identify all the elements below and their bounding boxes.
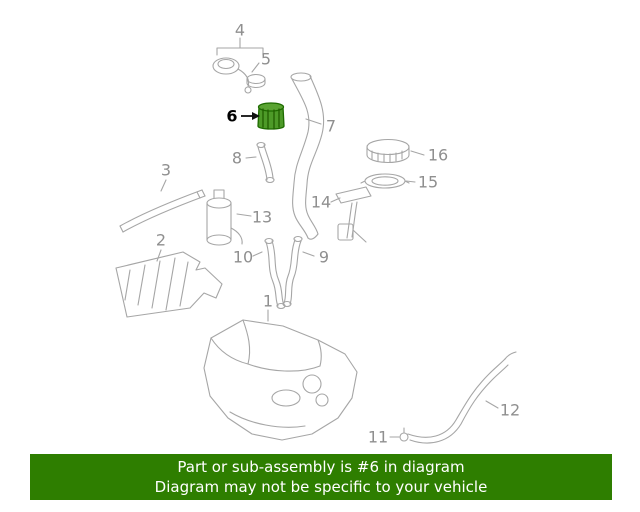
tank-strap [119, 189, 203, 227]
part-label-8: 8 [231, 148, 243, 168]
part-label-10: 10 [232, 247, 254, 267]
banner-line1: Part or sub-assembly is #6 in diagram [177, 458, 465, 476]
filler-neck [291, 78, 310, 239]
seal-ring [366, 138, 410, 156]
part-label-9: 9 [318, 247, 330, 267]
part-label-15: 15 [417, 172, 439, 192]
fuel-tank [203, 319, 358, 441]
hose-10 [265, 241, 279, 307]
part-label-12: 12 [499, 400, 521, 420]
part-label-7: 7 [325, 116, 337, 136]
part-label-16: 16 [427, 145, 449, 165]
filler-neck-flange [290, 72, 312, 82]
part-label-11: 11 [367, 427, 389, 447]
arrow-6 [241, 112, 260, 120]
heat-shield [115, 251, 223, 318]
highlighted-part-6 [257, 102, 285, 130]
hose-9 [283, 239, 296, 304]
notice-banner: Part or sub-assembly is #6 in diagram Di… [30, 454, 612, 500]
hose-12 [407, 358, 506, 438]
part-label-3: 3 [160, 160, 172, 180]
part-label-2: 2 [155, 230, 167, 250]
part-label-4: 4 [234, 20, 246, 40]
part-label-5: 5 [260, 49, 272, 69]
hose-fitting [399, 432, 409, 442]
fuel-cap [212, 57, 240, 75]
banner-line2: Diagram may not be specific to your vehi… [154, 478, 488, 496]
cap-ring [246, 73, 266, 85]
lock-ring [364, 173, 406, 189]
part-label-14: 14 [310, 192, 332, 212]
vent-hose [257, 146, 268, 181]
fuel-sender [335, 186, 372, 204]
part-label-1: 1 [262, 291, 274, 311]
part-label-13: 13 [251, 207, 273, 227]
part-label-6-highlighted: 6 [226, 106, 238, 126]
bracket-4 [216, 37, 264, 56]
fuel-pump [206, 197, 232, 209]
